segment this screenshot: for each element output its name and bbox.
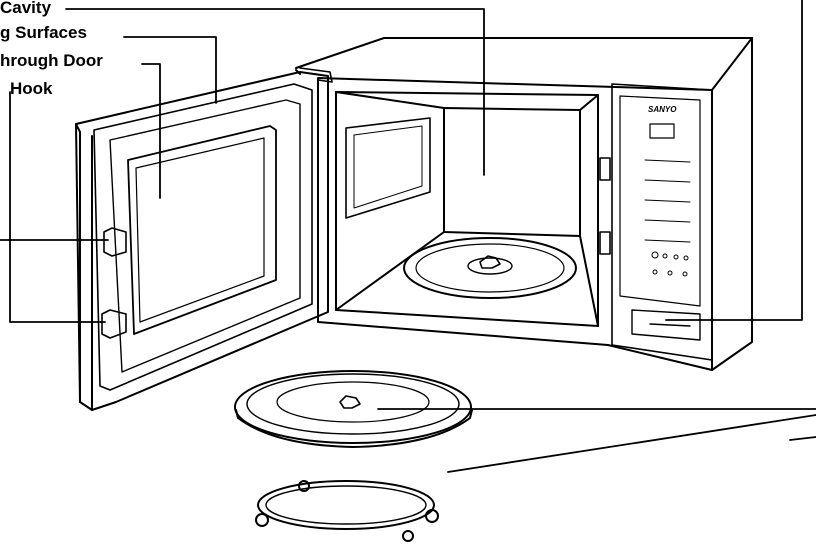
display-window (650, 124, 674, 138)
roller-ring (256, 481, 438, 541)
leader-lines (0, 0, 816, 472)
door-outer (76, 72, 328, 410)
latch-slot-upper (600, 158, 610, 180)
sealing-surfaces-leader (124, 37, 216, 103)
control-panel (612, 84, 712, 360)
top-surface (296, 38, 752, 90)
roller-wheel-left (256, 514, 268, 526)
tray-center-hub (340, 396, 360, 408)
front-frame (318, 78, 712, 370)
brand-logo: SANYO (648, 105, 677, 114)
door-hook-lower (102, 310, 126, 338)
latch-slot-lower (600, 232, 610, 254)
door-hook-leader (10, 92, 105, 322)
roller-wheel-back (299, 481, 309, 491)
roller-ring-leader-2 (790, 437, 816, 440)
roller-wheel-front (403, 531, 413, 541)
waveguide-cover (346, 118, 430, 218)
see-through-window (128, 126, 276, 334)
control-buttons (645, 160, 690, 276)
roller-ring-leader (448, 415, 816, 472)
cavity-back-wall (444, 108, 580, 236)
open-door (76, 70, 328, 410)
